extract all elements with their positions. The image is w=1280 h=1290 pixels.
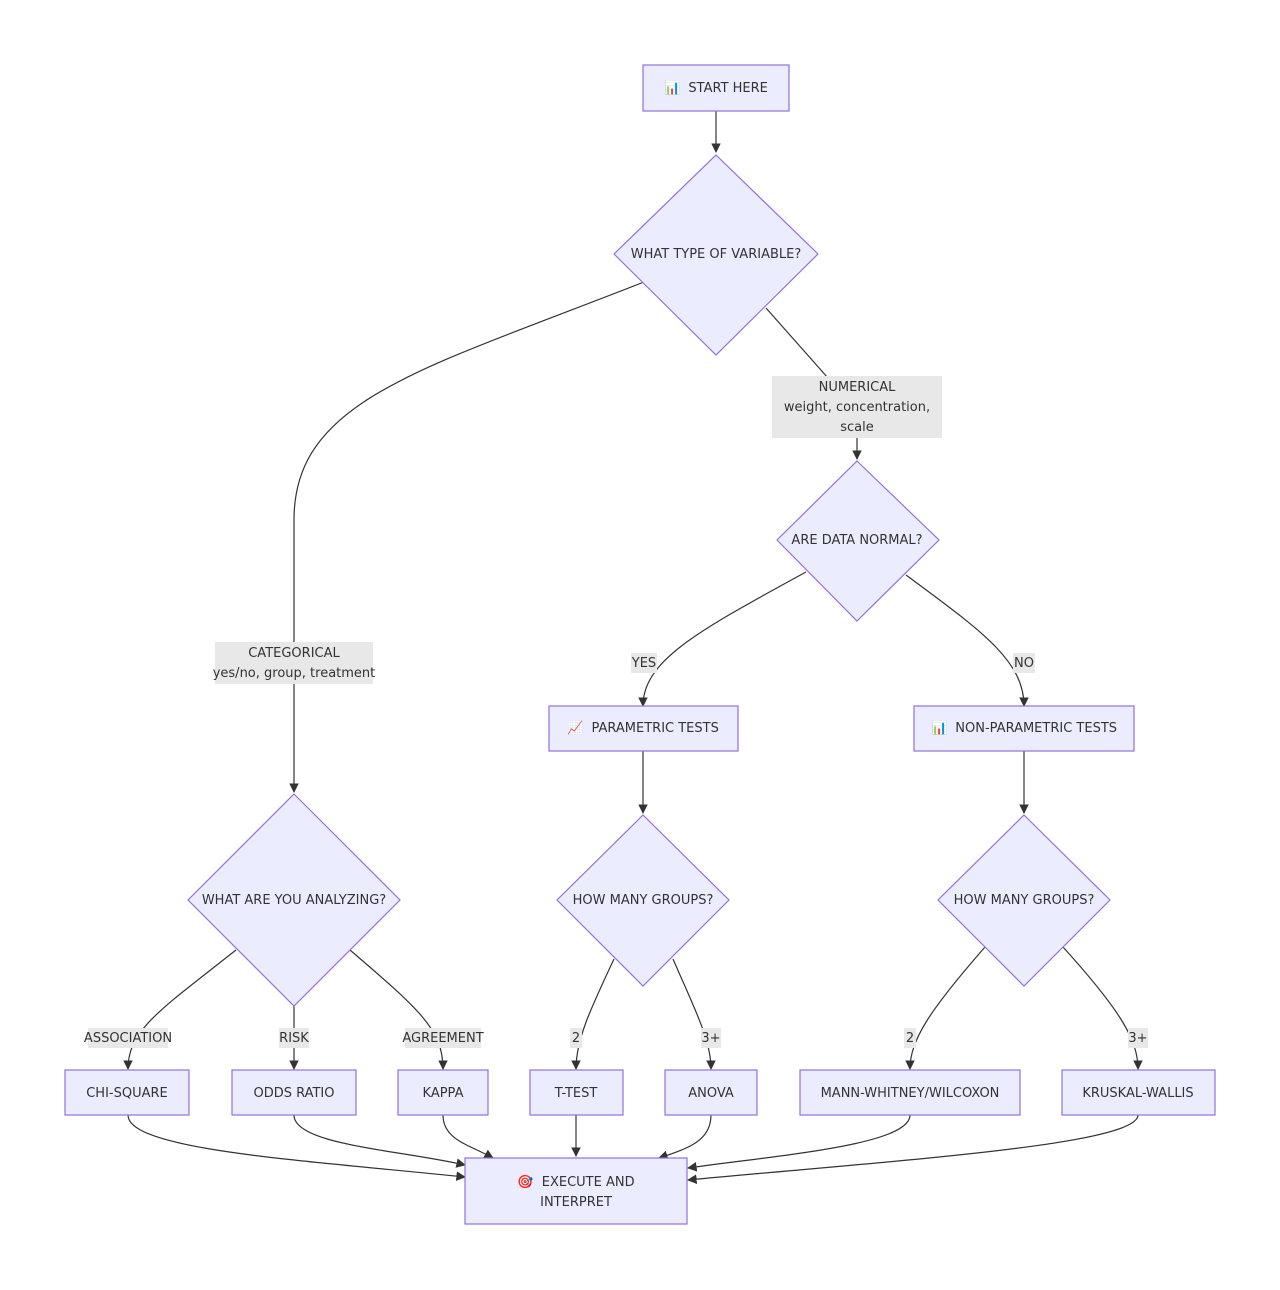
decision-analyzing-label: WHAT ARE YOU ANALYZING?: [202, 893, 386, 908]
edge-label-no: NO: [1014, 656, 1034, 671]
edge-label-categorical-examples: yes/no, group, treatment: [213, 666, 376, 681]
edge-label-yes: YES: [631, 656, 656, 671]
decision-variable-type: WHAT TYPE OF VARIABLE?: [613, 154, 819, 356]
node-kappa: KAPPA: [397, 1069, 489, 1116]
edge-data-normal-to-parametric: [638, 571, 807, 707]
node-chi-square-label: CHI-SQUARE: [86, 1086, 168, 1101]
decision-data-normal: ARE DATA NORMAL?: [776, 460, 940, 622]
edge-analyzing-to-chi-square: [123, 949, 237, 1070]
node-execute-interpret: 🎯 EXECUTE AND INTERPRET: [464, 1157, 688, 1225]
edge-label-categorical: CATEGORICAL: [248, 646, 340, 661]
svg-text:📊 START HERE: 📊 START HERE: [664, 80, 768, 96]
edge-label-numerical: NUMERICAL: [819, 380, 897, 395]
edge-label-numerical-examples: weight, concentration,: [784, 400, 930, 415]
edge-label-agreement: AGREEMENT: [402, 1031, 483, 1046]
node-odds-ratio-label: ODDS RATIO: [253, 1086, 334, 1101]
edge-variable-type-to-analyzing: [289, 281, 645, 793]
node-parametric-label: PARAMETRIC TESTS: [591, 721, 718, 736]
node-mann-whitney-label: MANN-WHITNEY/WILCOXON: [821, 1086, 1000, 1101]
edge-label-param-three-plus-bg: [701, 1028, 721, 1048]
svg-text:📈 PARAMETRIC TESTS: 📈 PARAMETRIC TESTS: [567, 720, 719, 736]
edge-label-agreement-bg: [405, 1028, 481, 1048]
node-kruskal-wallis-label: KRUSKAL-WALLIS: [1082, 1086, 1193, 1101]
node-mann-whitney: MANN-WHITNEY/WILCOXON: [799, 1069, 1021, 1116]
node-t-test: T-TEST: [529, 1069, 624, 1116]
line-chart-icon: 📈: [567, 720, 583, 736]
edge-label-param-two-bg: [570, 1028, 582, 1048]
edge-groups-param-to-t-test: [571, 958, 615, 1070]
bar-chart-icon: 📊: [931, 720, 947, 736]
edge-label-no-bg: [1013, 653, 1035, 673]
edge-odds-ratio-to-execute: [293, 1114, 466, 1168]
edge-chi-square-to-execute: [127, 1114, 466, 1181]
node-start: 📊 START HERE: [642, 64, 790, 112]
edge-label-risk-bg: [279, 1028, 309, 1048]
decision-analyzing: WHAT ARE YOU ANALYZING?: [187, 793, 401, 1007]
node-parametric-tests: 📈 PARAMETRIC TESTS: [548, 705, 739, 752]
node-nonparametric-tests: 📊 NON-PARAMETRIC TESTS: [913, 705, 1135, 752]
decision-groups-nonparametric: HOW MANY GROUPS?: [937, 814, 1111, 987]
edge-label-numerical-bg: [772, 376, 942, 438]
decision-groups-parametric: HOW MANY GROUPS?: [556, 814, 730, 987]
edge-labels: NUMERICAL weight, concentration, scale C…: [84, 376, 1148, 1048]
svg-text:📊 NON-PARAMETRIC TEST: 📊 NON-PARAMETRIC TESTS: [931, 720, 1117, 736]
edge-label-risk: RISK: [279, 1031, 309, 1046]
edge-data-normal-to-nonparametric: [905, 574, 1029, 707]
edge-label-nonparam-three-plus: 3+: [1128, 1031, 1147, 1046]
edge-label-nonparam-two: 2: [906, 1031, 914, 1046]
edge-label-nonparam-three-plus-bg: [1128, 1028, 1148, 1048]
node-t-test-label: T-TEST: [554, 1086, 598, 1101]
decision-groups-nonparametric-label: HOW MANY GROUPS?: [954, 893, 1095, 908]
edge-label-yes-bg: [631, 653, 657, 673]
edge-variable-type-to-data-normal: [765, 307, 857, 459]
node-start-label: START HERE: [688, 81, 767, 96]
target-icon: 🎯: [517, 1174, 533, 1190]
node-execute-label-line1: EXECUTE AND: [542, 1175, 635, 1190]
edge-groups-param-to-anova: [672, 958, 716, 1070]
node-anova-label: ANOVA: [688, 1086, 734, 1101]
edge-label-categorical-bg: [215, 642, 373, 684]
node-nonparametric-label: NON-PARAMETRIC TESTS: [955, 721, 1117, 736]
edge-kruskal-to-execute: [687, 1114, 1139, 1184]
edge-kappa-to-execute: [442, 1114, 494, 1159]
decision-variable-type-label: WHAT TYPE OF VARIABLE?: [631, 247, 802, 262]
edge-anova-to-execute: [658, 1114, 712, 1160]
node-execute-label-line2: INTERPRET: [540, 1195, 612, 1210]
nodes: 📊 START HERE WHAT TYPE OF VARIABLE? ARE …: [64, 64, 1216, 1225]
edge-label-nonparam-two-bg: [904, 1028, 916, 1048]
edge-groups-nonparam-to-mann-whitney: [905, 946, 986, 1070]
edge-label-numerical-examples-2: scale: [840, 420, 874, 435]
edge-mann-whitney-to-execute: [687, 1114, 911, 1172]
node-chi-square: CHI-SQUARE: [64, 1069, 190, 1116]
decision-groups-parametric-label: HOW MANY GROUPS?: [573, 893, 714, 908]
edge-analyzing-to-kappa: [349, 949, 448, 1070]
edge-label-association: ASSOCIATION: [84, 1031, 172, 1046]
edge-groups-nonparam-to-kruskal: [1062, 946, 1143, 1070]
node-kruskal-wallis: KRUSKAL-WALLIS: [1061, 1069, 1216, 1116]
edge-label-param-three-plus: 3+: [701, 1031, 720, 1046]
node-odds-ratio: ODDS RATIO: [231, 1069, 357, 1116]
edge-label-association-bg: [88, 1028, 168, 1048]
bar-chart-icon: 📊: [664, 80, 680, 96]
node-kappa-label: KAPPA: [423, 1086, 464, 1101]
svg-text:🎯 EXECUTE AND: 🎯 EXECUTE AND: [517, 1174, 634, 1190]
node-anova: ANOVA: [664, 1069, 758, 1116]
edge-label-param-two: 2: [572, 1031, 580, 1046]
decision-data-normal-label: ARE DATA NORMAL?: [791, 533, 922, 548]
edges: [123, 111, 1143, 1184]
